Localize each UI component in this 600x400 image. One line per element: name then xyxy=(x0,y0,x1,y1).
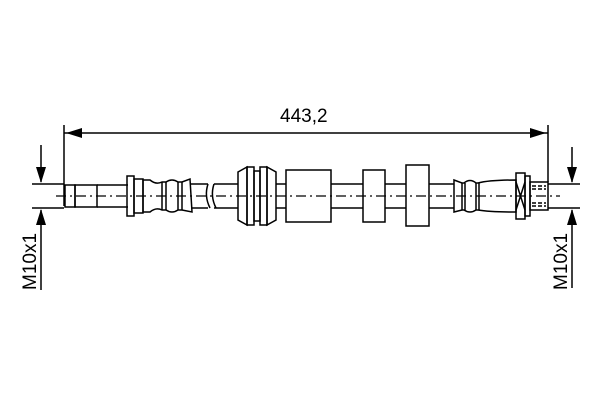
overall-length-dimension xyxy=(63,125,549,206)
left-fitting xyxy=(64,175,208,217)
right-thread-label: M10x1 xyxy=(551,232,572,290)
hose-body xyxy=(214,164,454,227)
overall-length-label: 443,2 xyxy=(280,106,328,127)
left-thread-dimension xyxy=(32,145,64,290)
hose-break-symbol xyxy=(205,183,217,209)
left-thread-label: M10x1 xyxy=(20,232,41,290)
right-fitting xyxy=(453,172,549,220)
right-thread-dimension xyxy=(548,147,580,288)
